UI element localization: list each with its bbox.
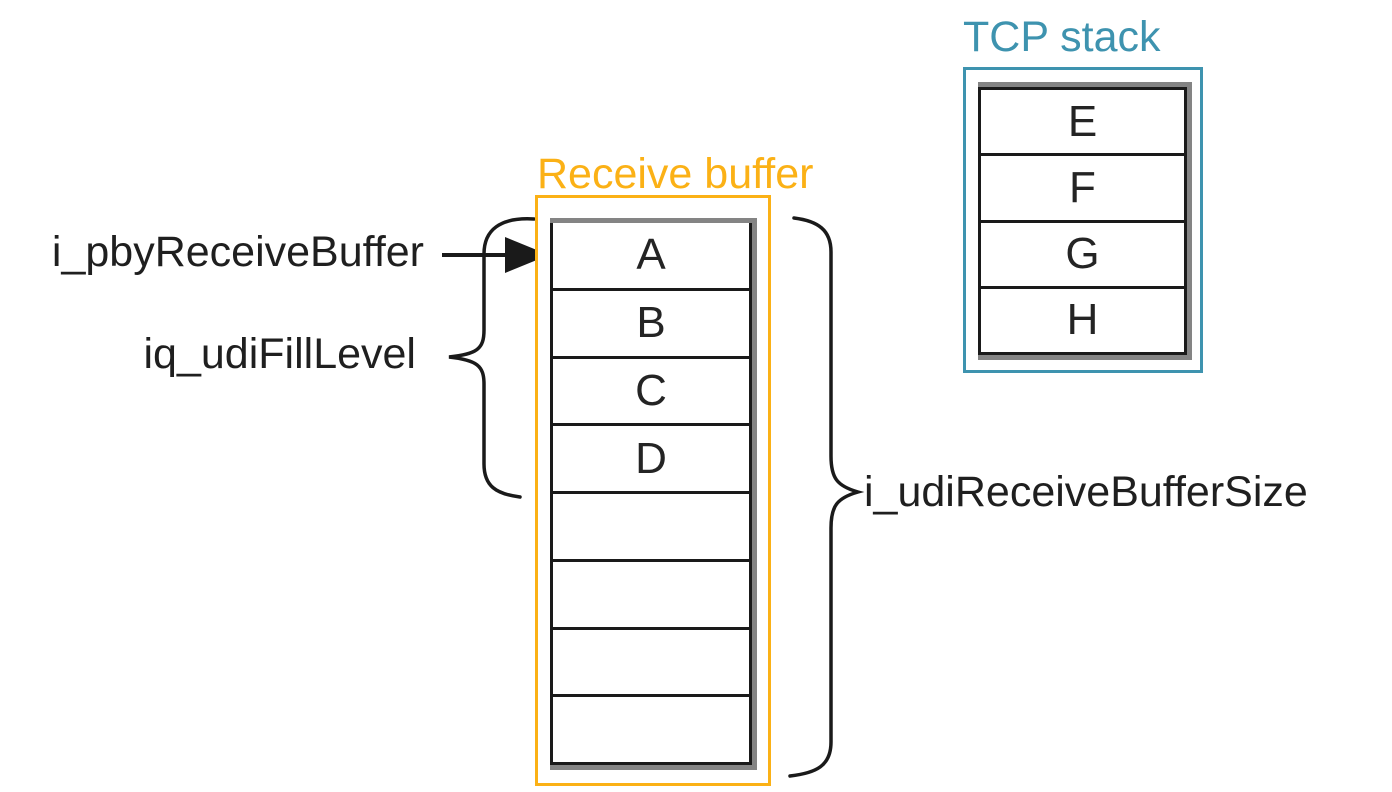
receive-buffer-title: Receive buffer (537, 150, 814, 198)
fill-level-brace-icon (448, 217, 536, 499)
buffer-size-brace-icon (788, 216, 865, 778)
tcp-stack-cell: G (978, 219, 1187, 286)
tcp-stack-cell: E (978, 87, 1187, 154)
receive-buffer-box: A B C D (535, 195, 771, 786)
tcp-stack-cell: H (978, 285, 1187, 355)
receive-buffer-cell: B (550, 287, 752, 356)
fill-level-label: iq_udiFillLevel (143, 330, 417, 378)
pointer-label: i_pbyReceiveBuffer (51, 228, 424, 276)
receive-buffer-cell: C (550, 355, 752, 424)
tcp-stack-title: TCP stack (963, 13, 1161, 61)
tcp-stack-box: E F G H (963, 67, 1203, 373)
receive-buffer-cell-empty (550, 626, 752, 695)
receive-buffer-cell-empty (550, 491, 752, 559)
receive-buffer-cell: A (550, 223, 752, 288)
receive-buffer-cell-empty (550, 558, 752, 627)
buffer-size-label: i_udiReceiveBufferSize (864, 468, 1308, 516)
tcp-stack: E F G H (978, 82, 1192, 360)
tcp-stack-cell: F (978, 153, 1187, 220)
receive-buffer-cell-empty (550, 694, 752, 765)
receive-buffer-stack: A B C D (550, 218, 757, 770)
receive-buffer-cell: D (550, 423, 752, 491)
